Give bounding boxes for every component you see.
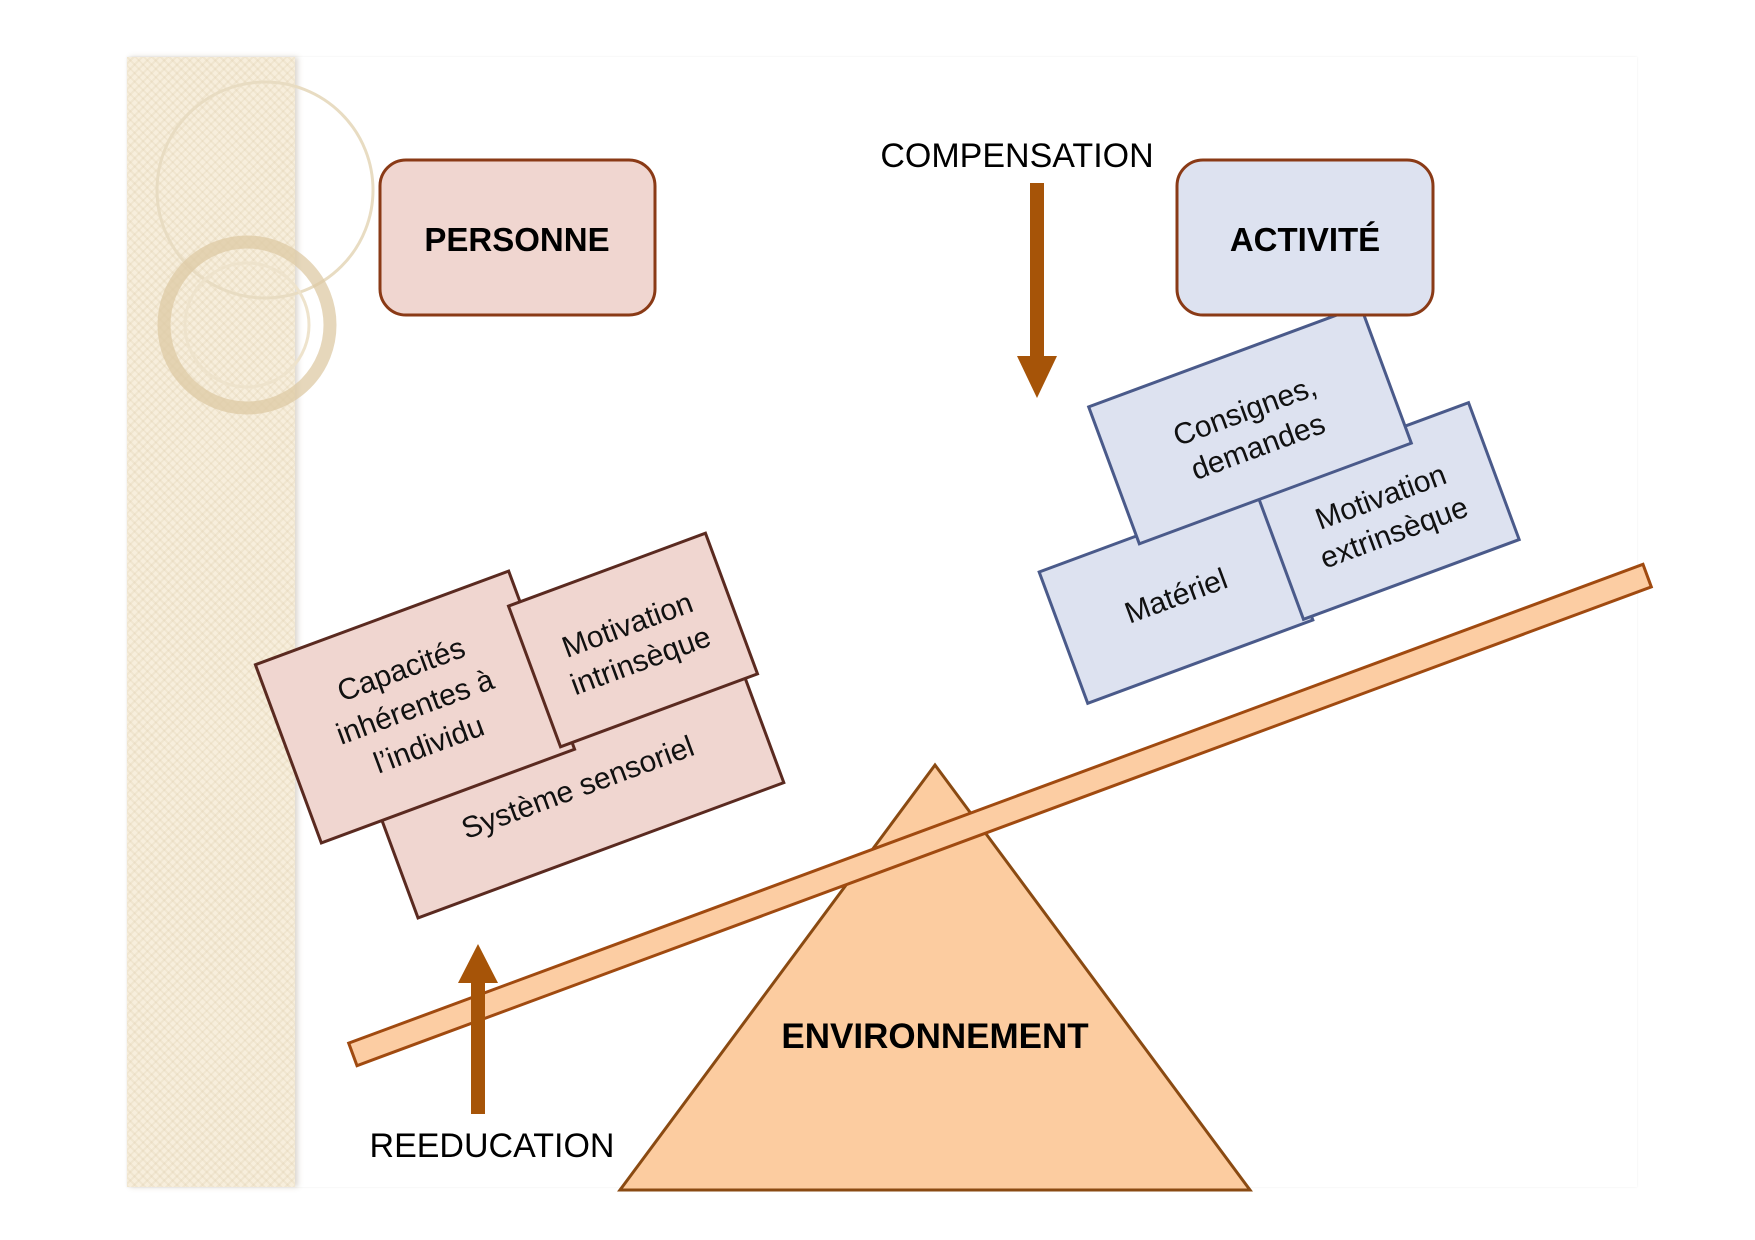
seesaw-plank [346, 562, 1654, 1068]
block-intrinsic-motivation: Motivation intrinsèque [506, 531, 760, 749]
compensation-label: COMPENSATION [880, 137, 1153, 175]
person-box-label: PERSONNE [424, 221, 609, 258]
block-material: Matériel [1037, 486, 1315, 706]
person-box-rect [378, 158, 657, 317]
decorative-rings [155, 80, 375, 415]
activity-box-label: ACTIVITÉ [1230, 221, 1380, 258]
ring-thick [157, 235, 337, 415]
compensation-arrow-shaft [1030, 183, 1044, 358]
block-instructions-rect [1086, 304, 1414, 546]
person-box: PERSONNE [378, 158, 657, 317]
compensation-arrow [1017, 183, 1057, 398]
block-intrinsic-rect [506, 531, 760, 749]
reeducation-label: REEDUCATION [370, 1127, 615, 1165]
block-capacities: Capacités inhérentes à l’individu [253, 569, 577, 845]
reeducation-arrow-head [458, 944, 498, 983]
compensation-arrow-head [1017, 356, 1057, 398]
reeducation-arrow [458, 944, 498, 1114]
plank-bar [346, 562, 1654, 1068]
block-instructions: Consignes, demandes [1086, 304, 1414, 546]
environment-triangle [617, 762, 1253, 1192]
reeducation-arrow-shaft [471, 981, 485, 1114]
block-extrinsic-motivation: Motivation extrinsèque [1250, 400, 1522, 622]
activity-box-rect [1175, 158, 1435, 317]
ring-inner [183, 261, 311, 389]
ring-large [155, 80, 375, 300]
environment-label: ENVIRONNEMENT [781, 1017, 1088, 1056]
activity-box: ACTIVITÉ [1175, 158, 1435, 317]
